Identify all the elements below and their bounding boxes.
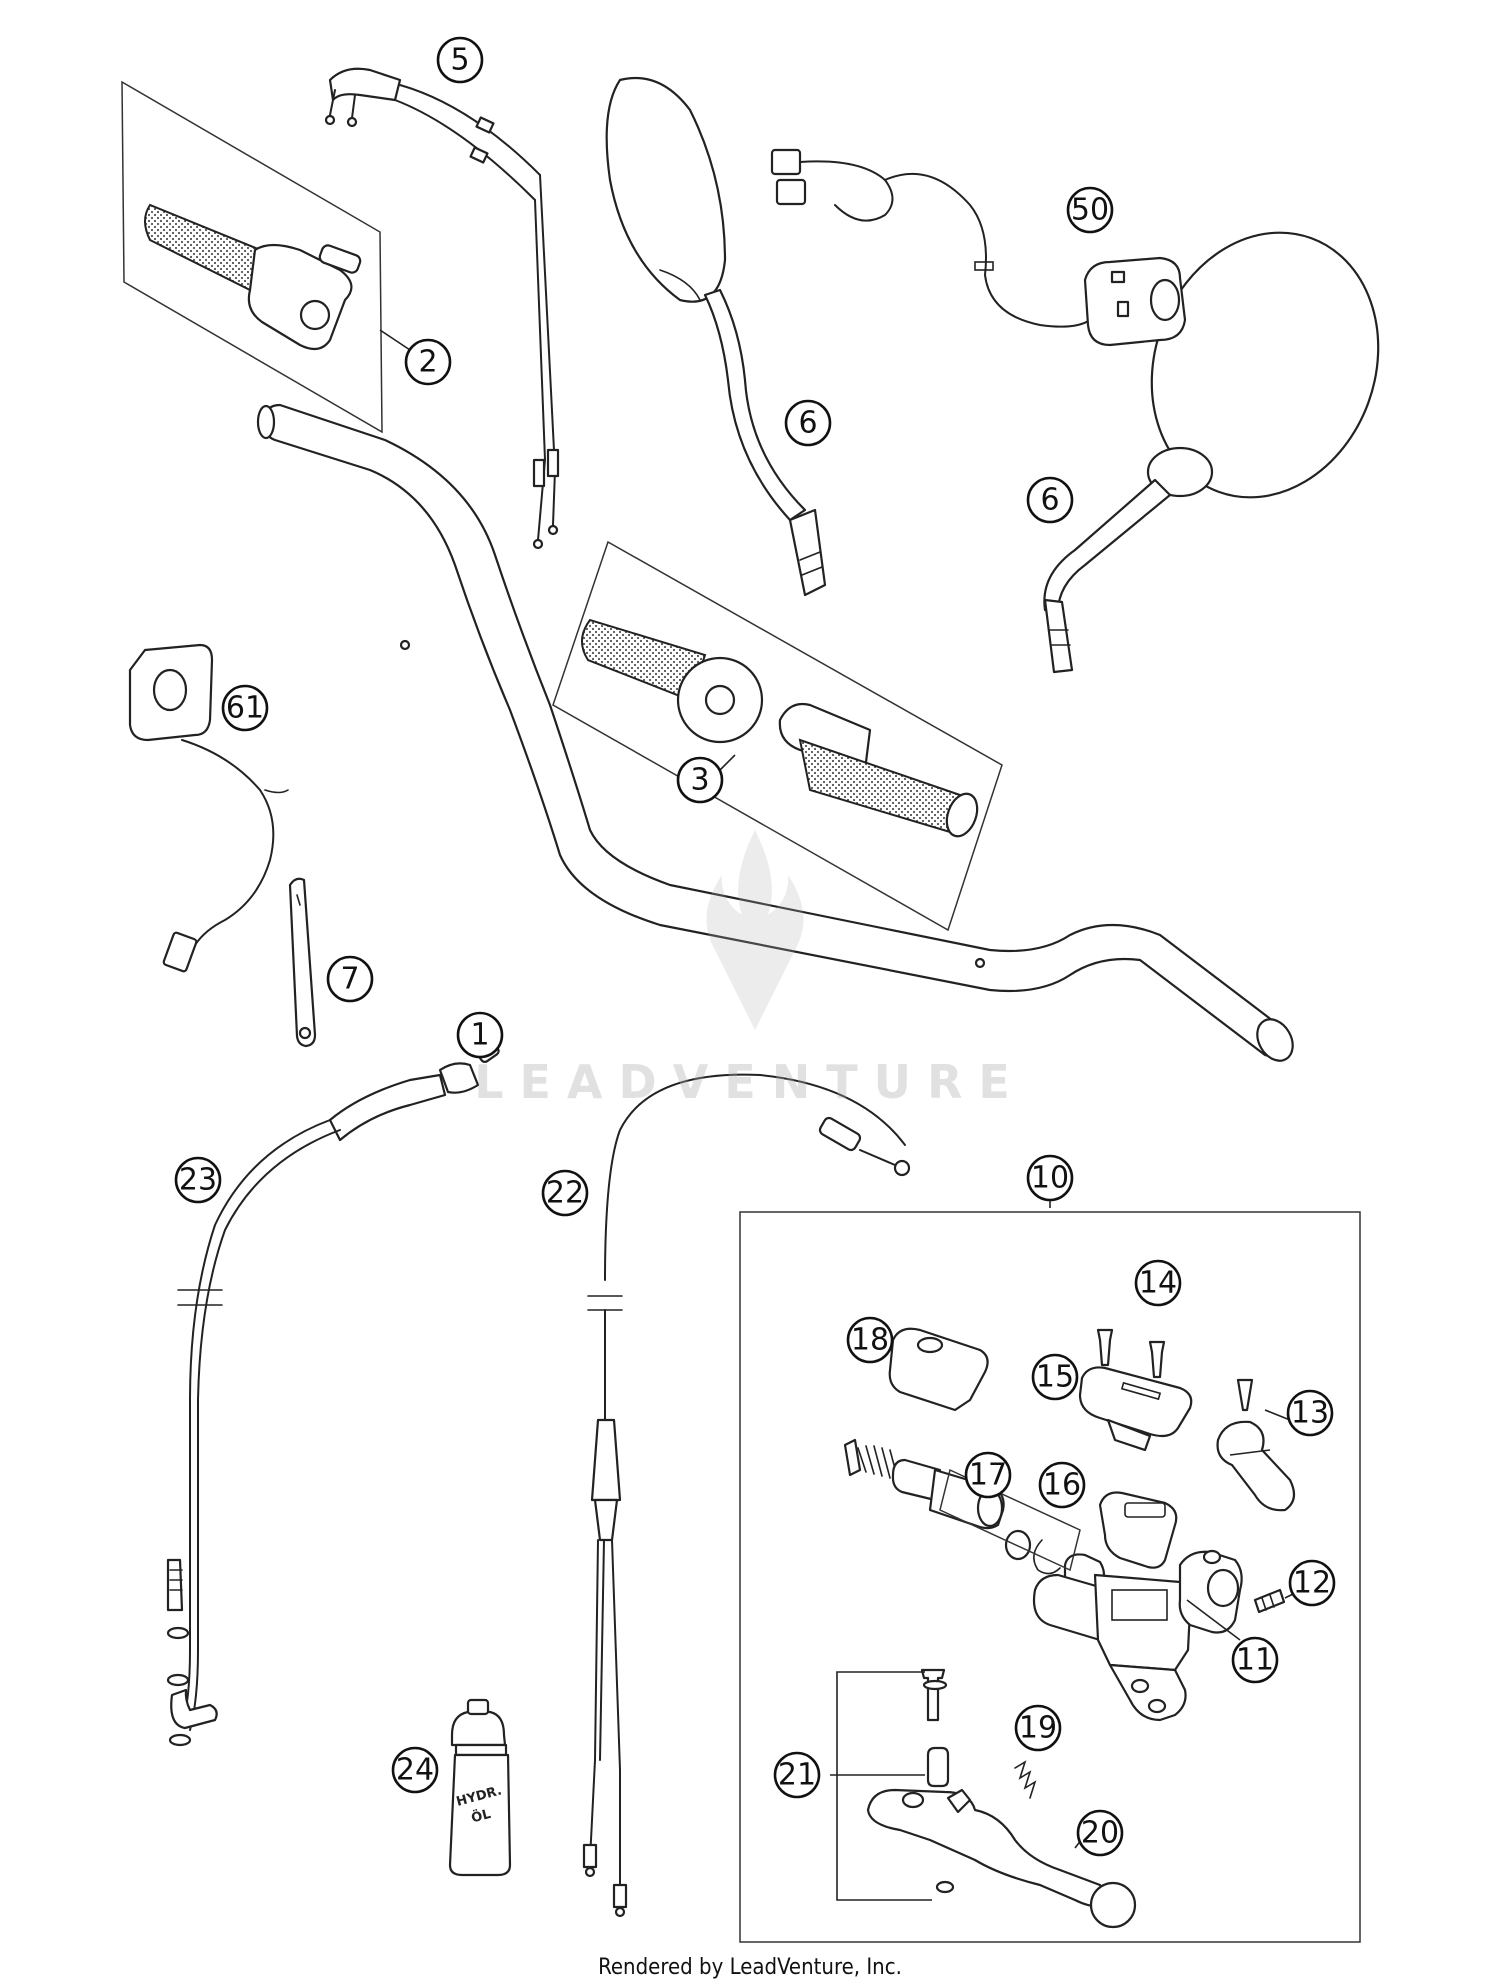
svg-text:19: 19 [1019, 1711, 1057, 1746]
callout-20: 20 [1076, 1809, 1124, 1857]
callout-3: 3 [676, 756, 724, 804]
svg-text:50: 50 [1071, 193, 1109, 228]
leadventure-logo-watermark [706, 830, 804, 1030]
hydraulic-hose [166, 1041, 500, 1747]
callout-7: 7 [326, 955, 374, 1003]
svg-text:6: 6 [1040, 483, 1059, 518]
callout-14: 14 [1134, 1259, 1182, 1307]
callout-10: 10 [1026, 1154, 1074, 1202]
callout-15: 15 [1031, 1353, 1079, 1401]
footer-credit: Rendered by LeadVenture, Inc. [598, 1955, 902, 1980]
svg-text:3: 3 [690, 763, 709, 798]
bottle-label-line2: ÖL [470, 1806, 493, 1826]
svg-text:5: 5 [450, 43, 469, 78]
kill-switch [128, 643, 289, 973]
callout-18: 18 [846, 1316, 894, 1364]
svg-text:61: 61 [226, 691, 264, 726]
callout-61: 61 [221, 684, 269, 732]
hydraulic-oil-bottle: HYDR. ÖL [448, 1698, 512, 1877]
svg-text:10: 10 [1031, 1161, 1069, 1196]
callout-1: 1 [456, 1011, 504, 1059]
callout-21: 21 [773, 1751, 821, 1799]
svg-text:16: 16 [1043, 1468, 1081, 1503]
svg-text:22: 22 [546, 1176, 584, 1211]
callout-16: 16 [1038, 1461, 1086, 1509]
svg-text:7: 7 [340, 962, 359, 997]
callout-22: 22 [541, 1169, 589, 1217]
svg-text:21: 21 [778, 1758, 816, 1793]
callout-19: 19 [1014, 1704, 1062, 1752]
callout-12: 12 [1288, 1559, 1336, 1607]
callout-6b: 6 [1026, 476, 1074, 524]
svg-text:17: 17 [969, 1458, 1007, 1493]
master-cylinder-assembly [739, 1192, 1361, 1943]
svg-text:20: 20 [1081, 1816, 1119, 1851]
svg-text:11: 11 [1236, 1643, 1274, 1678]
svg-text:14: 14 [1139, 1266, 1177, 1301]
svg-text:15: 15 [1036, 1360, 1074, 1395]
throttle-cable [582, 1073, 911, 1918]
svg-text:24: 24 [396, 1753, 434, 1788]
callout-23: 23 [174, 1156, 222, 1204]
handlebar [256, 403, 1294, 1062]
mirror-left [605, 76, 827, 597]
hose-clip [288, 877, 317, 1048]
callout-labels: 1 2 3 5 6 6 7 10 11 12 13 14 15 16 17 18… [174, 36, 1336, 1857]
mirror-right [1043, 231, 1380, 674]
svg-text:12: 12 [1293, 1566, 1331, 1601]
callout-2: 2 [404, 338, 452, 386]
throttle-grip-assembly [121, 80, 411, 434]
callout-5: 5 [436, 36, 484, 84]
callout-50: 50 [1066, 186, 1114, 234]
callout-11: 11 [1231, 1636, 1279, 1684]
callout-24: 24 [391, 1746, 439, 1794]
light-switch [770, 148, 1187, 347]
svg-text:13: 13 [1291, 1396, 1329, 1431]
svg-text:23: 23 [179, 1163, 217, 1198]
callout-13: 13 [1286, 1389, 1334, 1437]
svg-text:1: 1 [470, 1018, 489, 1053]
watermark-text: LEADVENTURE [474, 1055, 1026, 1109]
svg-text:6: 6 [798, 406, 817, 441]
callout-6a: 6 [784, 399, 832, 447]
svg-text:18: 18 [851, 1323, 889, 1358]
grip-set [552, 540, 1003, 932]
callout-17: 17 [964, 1451, 1012, 1499]
svg-text:2: 2 [418, 345, 437, 380]
throttle-cable-set [324, 67, 560, 550]
